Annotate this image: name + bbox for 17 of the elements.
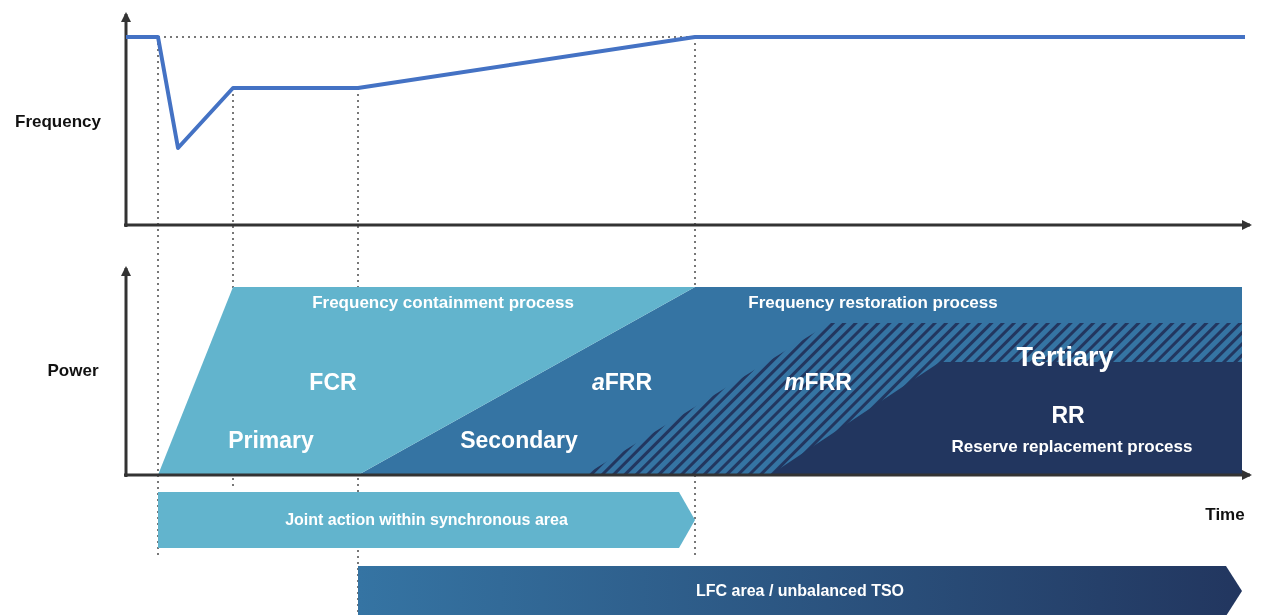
reserve-label: Secondary <box>460 428 578 454</box>
reserve-label: aFRR <box>591 370 653 396</box>
chevron-band <box>158 492 695 548</box>
band-label: LFC area / unbalanced TSO <box>696 582 904 600</box>
band-label: Joint action within synchronous area <box>285 511 568 529</box>
reserve-label: RR <box>1051 403 1085 429</box>
reserve-label: mFRR <box>784 370 852 396</box>
reserve-label: Tertiary <box>1016 343 1114 373</box>
axis-label: Time <box>1205 505 1245 525</box>
reserve-label: Primary <box>228 428 314 454</box>
reserve-label: FCR <box>309 370 357 396</box>
process-label: Frequency containment process <box>312 293 574 313</box>
chevron-band <box>358 566 1242 615</box>
axis-label: Power <box>47 361 99 381</box>
axis-label: Frequency <box>15 112 101 132</box>
process-label: Frequency restoration process <box>748 293 998 313</box>
process-label: Reserve replacement process <box>951 437 1193 457</box>
